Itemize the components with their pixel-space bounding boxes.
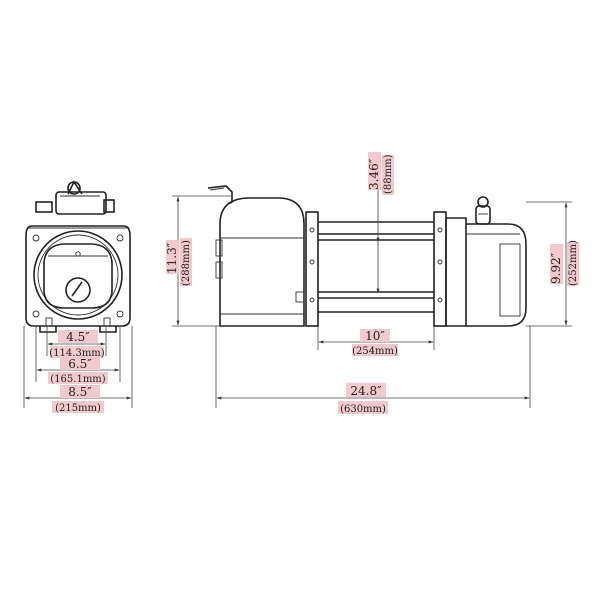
dim-9-92-in: 9.92″ bbox=[549, 252, 563, 284]
dim-4-5-in: 4.5″ bbox=[66, 330, 90, 344]
dim-215-mm: (215mm) bbox=[55, 403, 101, 414]
side-view bbox=[207, 185, 527, 327]
front-hub bbox=[65, 277, 91, 303]
front-housing bbox=[25, 225, 131, 327]
dim-3-46-in: 3.46″ bbox=[367, 158, 381, 190]
gearbox bbox=[445, 217, 467, 327]
right-drum-flange bbox=[433, 211, 447, 327]
bolt bbox=[32, 234, 40, 242]
dim-8-5-in: 8.5″ bbox=[68, 385, 92, 399]
dim-630-mm: (630mm) bbox=[340, 404, 386, 415]
dim-10-in: 10″ bbox=[365, 329, 385, 343]
dim-88-mm: (88mm) bbox=[383, 154, 394, 194]
clutch-knob bbox=[475, 196, 491, 225]
motor-body bbox=[219, 197, 305, 327]
left-drum-flange bbox=[305, 211, 319, 327]
bolt bbox=[116, 234, 124, 242]
dim-11-3-in: 11.3″ bbox=[165, 242, 179, 274]
front-gear-housing bbox=[43, 243, 113, 309]
drum-tie-rods bbox=[318, 221, 434, 313]
bolt bbox=[116, 310, 124, 318]
front-dimensions: 4.5″ (114.3mm) 6.5″ (165.1mm) 8.5″ (215m… bbox=[23, 326, 133, 414]
bolt bbox=[32, 310, 40, 318]
dim-24-8-in: 24.8″ bbox=[350, 384, 382, 398]
front-outer-ring bbox=[33, 230, 123, 320]
dim-254-mm: (254mm) bbox=[352, 346, 398, 357]
front-view bbox=[25, 180, 131, 333]
dim-165-1-mm: (165.1mm) bbox=[50, 374, 105, 385]
side-dimensions: 11.3″ (288mm) 3.46″ (88mm) 10″ (254mm) 2… bbox=[165, 152, 579, 415]
dim-114-3-mm: (114.3mm) bbox=[49, 348, 104, 359]
front-top-hook bbox=[35, 180, 115, 215]
dim-252-mm: (252mm) bbox=[568, 240, 579, 286]
dim-6-5-in: 6.5″ bbox=[68, 357, 92, 371]
dim-288-mm: (288mm) bbox=[181, 240, 192, 286]
